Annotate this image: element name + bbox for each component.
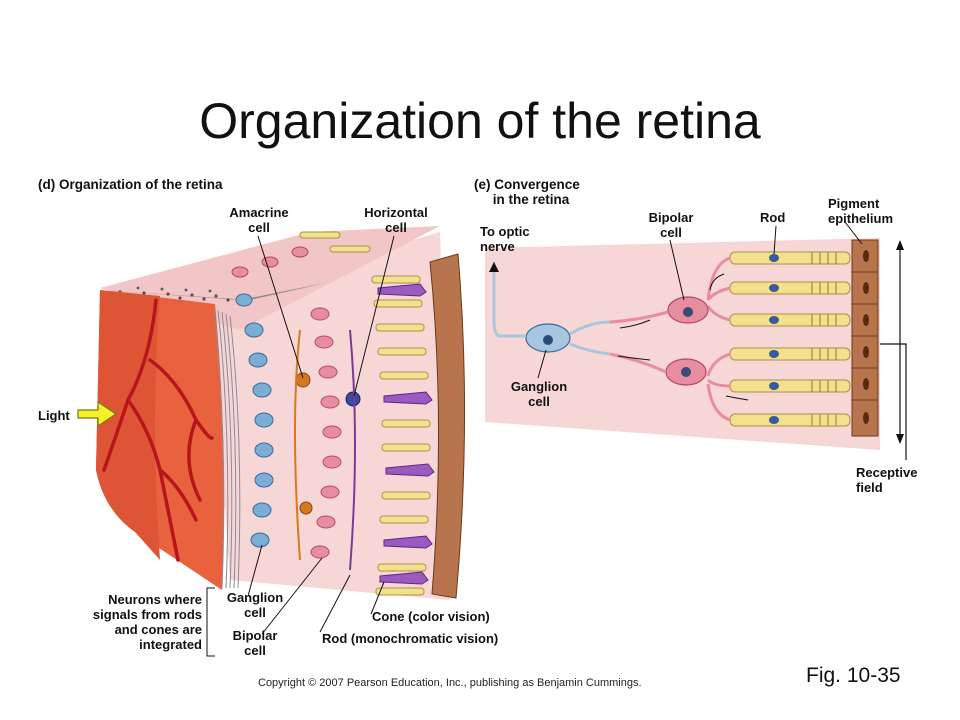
label-horizontal-cell: Horizontal cell — [364, 205, 428, 235]
horizontal-cell — [345, 391, 361, 407]
label-cone: Cone (color vision) — [372, 609, 490, 624]
copyright-notice: Copyright © 2007 Pearson Education, Inc.… — [258, 677, 642, 689]
slide-title: Organization of the retina — [199, 93, 761, 149]
panel-d-illustration — [77, 226, 466, 657]
label-ganglion-cell-e: Ganglion cell — [510, 379, 568, 409]
label-neurons-integrated: Neurons where signals from rods and cone… — [92, 592, 202, 652]
label-rod-d: Rod (monochromatic vision) — [322, 631, 499, 646]
light-arrow — [77, 400, 118, 428]
figure-number: Fig. 10-35 — [806, 664, 901, 687]
pigment-epithelium — [429, 253, 466, 599]
ganglion-cells — [235, 293, 274, 548]
panel-e-illustration — [485, 221, 907, 460]
label-light: Light — [38, 408, 70, 423]
label-ganglion-cell-d: Ganglion cell — [226, 590, 284, 620]
panel-d-heading: (d) Organization of the retina — [38, 177, 223, 192]
label-bipolar-cell-e: Bipolar cell — [648, 210, 694, 240]
label-pigment-epithelium: Pigment epithelium — [828, 196, 894, 226]
fiber-layer — [213, 309, 241, 589]
label-bipolar-cell-d: Bipolar cell — [232, 628, 278, 658]
amacrine-cell — [295, 372, 311, 388]
label-to-optic-nerve: To optic nerve — [480, 224, 530, 254]
blood-vessels — [102, 298, 214, 562]
photoreceptors — [299, 231, 435, 596]
label-rod-e: Rod — [760, 210, 786, 225]
label-amacrine-cell: Amacrine cell — [229, 205, 289, 235]
label-receptive-field: Receptive field — [856, 465, 918, 495]
panel-e-heading: (e) Convergence in the retina — [474, 177, 580, 207]
bipolar-cells — [231, 246, 342, 559]
